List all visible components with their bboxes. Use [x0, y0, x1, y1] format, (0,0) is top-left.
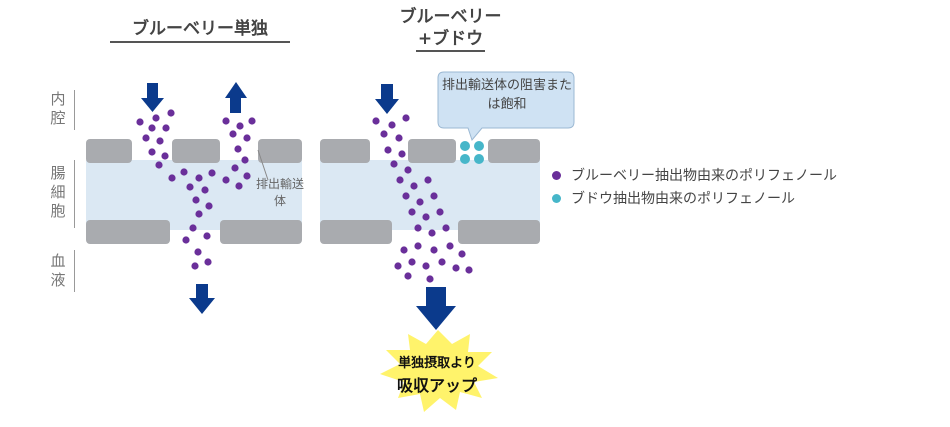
left-membrane-top-2 — [172, 139, 220, 163]
inhibition-bubble — [437, 71, 575, 142]
rule-blood — [74, 250, 75, 292]
right-membrane-top-2 — [408, 139, 456, 163]
legend-item-grape: ブドウ抽出物由来のポリフェノール — [552, 188, 795, 208]
left-down-arrow-bottom — [189, 284, 215, 314]
left-membrane-bottom-1 — [86, 220, 170, 244]
right-membrane-top-3 — [488, 139, 540, 163]
legend-dot-grape — [552, 193, 561, 203]
right-cell-body — [320, 160, 540, 230]
legend-label-blueberry: ブルーベリー抽出物由来のポリフェノール — [571, 168, 837, 184]
rule-lumen — [74, 90, 75, 130]
legend-item-blueberry: ブルーベリー抽出物由来のポリフェノール — [552, 165, 837, 185]
grape-dots — [460, 141, 484, 164]
title-blueberry-alone: ブルーベリー単独 — [110, 18, 290, 43]
left-up-arrow-top — [225, 82, 247, 113]
legend-label-grape: ブドウ抽出物由来のポリフェノール — [571, 191, 795, 207]
label-intestinal-cell: 腸細胞 — [50, 164, 66, 220]
left-cell-panel — [86, 139, 302, 244]
label-blood: 血液 — [50, 252, 66, 289]
right-down-arrow-top — [375, 84, 399, 114]
legend-dot-blueberry — [552, 170, 561, 180]
title-blueberry-grape-line2: +ブドウ — [415, 28, 486, 52]
left-cell-body — [86, 160, 302, 230]
burst-shape — [380, 330, 498, 412]
transporter-label: 排出輸送体 — [255, 177, 304, 208]
transporter-pointer — [257, 149, 269, 181]
right-membrane-bottom-2 — [458, 220, 540, 244]
right-cell-panel — [320, 139, 540, 244]
title-blueberry-grape: ブルーベリー +ブドウ — [378, 6, 523, 52]
left-membrane-top-3 — [258, 139, 302, 163]
rule-intestinal-cell — [74, 160, 75, 228]
arrows — [141, 82, 456, 330]
bubble-label: 排出輸送体の阻害または飽和 — [442, 78, 573, 112]
left-down-arrow-top — [141, 83, 164, 112]
right-membrane-top-1 — [320, 139, 370, 163]
burst-line2: 吸収アップ — [396, 376, 477, 395]
title-blueberry-grape-line1: ブルーベリー — [399, 7, 502, 27]
left-membrane-top-1 — [86, 139, 132, 163]
right-blueberry-dots — [372, 114, 473, 283]
label-lumen: 内腔 — [50, 90, 66, 127]
left-blueberry-dots — [136, 109, 256, 270]
right-membrane-bottom-1 — [320, 220, 392, 244]
right-down-arrow-bottom — [416, 287, 456, 330]
burst-line1: 単独摂取より — [398, 356, 476, 371]
left-membrane-bottom-2 — [220, 220, 302, 244]
